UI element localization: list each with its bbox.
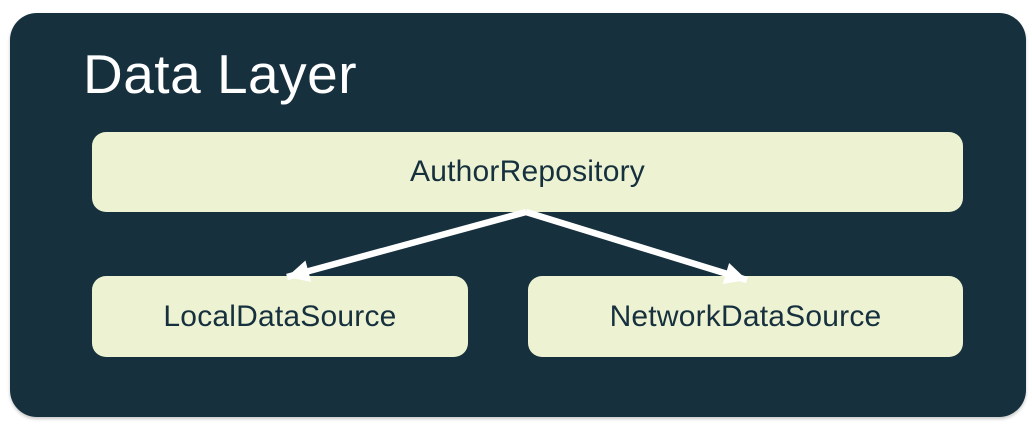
group-title: Data Layer: [83, 43, 358, 105]
node-network-data-source-label: NetworkDataSource: [609, 299, 882, 333]
node-local-data-source: LocalDataSource: [92, 276, 468, 357]
arrow-repository-to-local-icon: [286, 208, 527, 282]
arrow-repository-to-network-icon: [525, 208, 748, 285]
node-author-repository-label: AuthorRepository: [410, 155, 645, 188]
node-network-data-source: NetworkDataSource: [528, 276, 963, 357]
node-local-data-source-label: LocalDataSource: [163, 299, 397, 333]
data-layer-group: Data Layer AuthorRepository LocalDataSou…: [10, 13, 1026, 417]
node-author-repository: AuthorRepository: [92, 132, 963, 212]
